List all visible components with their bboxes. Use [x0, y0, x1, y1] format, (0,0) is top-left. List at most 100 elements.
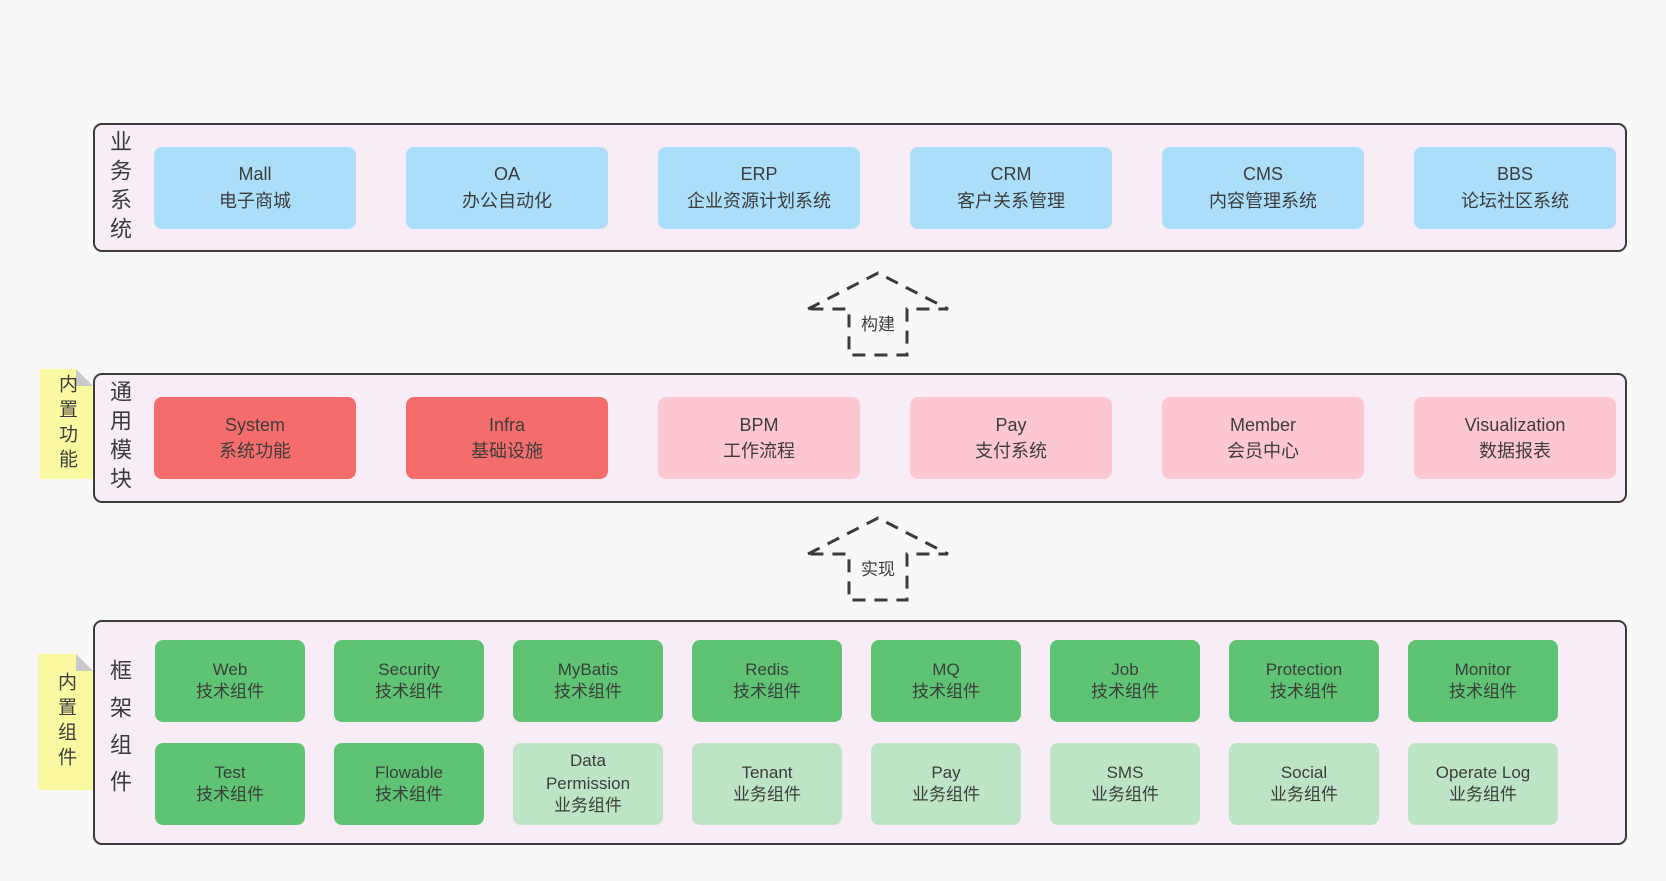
box-erp: ERP 企业资源计划系统: [658, 146, 860, 229]
box-title: MyBatis: [557, 659, 619, 679]
box-security: Security 技术组件: [334, 640, 484, 722]
box-crm: CRM 客户关系管理: [910, 146, 1112, 229]
box-pay-component: Pay 业务组件: [871, 743, 1021, 825]
box-subtitle: 技术组件: [1091, 682, 1159, 701]
box-subtitle: 办公自动化: [462, 190, 552, 211]
business-box-row: Mall 电子商城 OA 办公自动化 ERP 企业资源计划系统 CRM 客户关系…: [154, 146, 1616, 229]
box-social: Social 业务组件: [1229, 743, 1379, 825]
layer-common-modules: 通用模块 System 系统功能 Infra 基础设施 BPM 工作流程 Pay…: [93, 373, 1627, 503]
box-operate-log: Operate Log 业务组件: [1408, 743, 1558, 825]
up-arrow-dashed-icon: [807, 516, 949, 602]
box-subtitle: 技术组件: [1270, 682, 1338, 701]
box-title: Social: [1280, 762, 1328, 782]
arrow-implement: 实现: [803, 514, 953, 604]
box-title: MQ: [932, 659, 960, 679]
box-subtitle: 系统功能: [219, 441, 291, 461]
box-title: Mall: [238, 164, 272, 185]
box-subtitle: 技术组件: [375, 682, 443, 701]
arrow-build-label: 构建: [857, 310, 899, 335]
box-title: Monitor: [1454, 659, 1512, 679]
arrow-implement-label: 实现: [857, 555, 899, 580]
box-member: Member 会员中心: [1162, 397, 1364, 479]
box-title: Infra: [488, 414, 526, 435]
box-subtitle: 技术组件: [912, 682, 980, 701]
box-tenant: Tenant 业务组件: [692, 743, 842, 825]
layer-label-business: 业务系统: [107, 129, 132, 246]
box-subtitle: 技术组件: [375, 785, 443, 804]
components-box-row-1: Web 技术组件 Security 技术组件 MyBatis 技术组件 Redi…: [155, 640, 1558, 722]
box-title: OA: [493, 164, 520, 185]
box-monitor: Monitor 技术组件: [1408, 640, 1558, 722]
box-subtitle: 技术组件: [196, 785, 264, 804]
box-title: Web: [212, 659, 248, 679]
box-job: Job 技术组件: [1050, 640, 1200, 722]
box-infra: Infra 基础设施: [406, 397, 608, 479]
box-subtitle: 技术组件: [196, 682, 264, 701]
box-subtitle: 支付系统: [975, 441, 1047, 461]
box-title: Protection: [1265, 659, 1343, 679]
box-title: CMS: [1243, 164, 1283, 185]
note-fold-corner-icon: [76, 369, 93, 386]
sticky-note-builtin-components: 内置组件: [38, 654, 93, 790]
box-title: Job: [1111, 659, 1139, 679]
box-subtitle: 业务组件: [554, 796, 622, 816]
box-title: Flowable: [374, 762, 444, 782]
note-text: 内置组件: [55, 672, 76, 772]
box-subtitle: 业务组件: [912, 785, 980, 804]
box-bpm: BPM 工作流程: [658, 397, 860, 479]
box-subtitle: 会员中心: [1227, 441, 1299, 461]
up-arrow-dashed-icon: [807, 271, 949, 357]
box-title: ERP: [740, 164, 778, 185]
box-subtitle: 业务组件: [1270, 785, 1338, 804]
layer-label-modules: 通用模块: [107, 380, 132, 496]
box-title: BPM: [739, 414, 779, 435]
box-title: System: [224, 414, 285, 435]
box-title: Pay: [995, 414, 1027, 435]
box-subtitle: 业务组件: [733, 785, 801, 804]
box-title: Data Permission: [545, 751, 631, 793]
box-cms: CMS 内容管理系统: [1162, 146, 1364, 229]
layer-label-components: 框架组件: [107, 658, 132, 807]
box-subtitle: 技术组件: [733, 682, 801, 701]
note-text: 内置功能: [56, 374, 77, 474]
box-system: System 系统功能: [154, 397, 356, 479]
box-title: Test: [214, 762, 246, 782]
box-subtitle: 技术组件: [554, 682, 622, 701]
note-fold-corner-icon: [76, 654, 93, 671]
box-mybatis: MyBatis 技术组件: [513, 640, 663, 722]
box-title: Tenant: [741, 762, 793, 782]
box-title: Member: [1229, 414, 1296, 435]
components-box-row-2: Test 技术组件 Flowable 技术组件 Data Permission …: [155, 743, 1558, 825]
box-title: Redis: [745, 659, 789, 679]
box-pay-module: Pay 支付系统: [910, 397, 1112, 479]
box-title: CRM: [990, 164, 1032, 185]
box-title: Security: [378, 659, 440, 679]
box-sms: SMS 业务组件: [1050, 743, 1200, 825]
box-flowable: Flowable 技术组件: [334, 743, 484, 825]
box-title: SMS: [1106, 762, 1144, 782]
box-test: Test 技术组件: [155, 743, 305, 825]
box-mq: MQ 技术组件: [871, 640, 1021, 722]
box-title: Visualization: [1464, 414, 1566, 435]
box-web: Web 技术组件: [155, 640, 305, 722]
box-subtitle: 工作流程: [723, 441, 795, 461]
box-subtitle: 电子商城: [219, 190, 291, 211]
box-subtitle: 数据报表: [1479, 441, 1551, 461]
box-subtitle: 基础设施: [471, 441, 543, 461]
layer-framework-components: 框架组件 Web 技术组件 Security 技术组件 MyBatis 技术组件…: [93, 620, 1627, 845]
box-redis: Redis 技术组件: [692, 640, 842, 722]
arrow-build: 构建: [803, 269, 953, 359]
box-protection: Protection 技术组件: [1229, 640, 1379, 722]
modules-box-row: System 系统功能 Infra 基础设施 BPM 工作流程 Pay 支付系统…: [154, 397, 1616, 479]
box-subtitle: 客户关系管理: [957, 190, 1065, 211]
box-mall: Mall 电子商城: [154, 146, 356, 229]
box-subtitle: 业务组件: [1091, 785, 1159, 804]
box-subtitle: 业务组件: [1449, 785, 1517, 804]
box-title: Operate Log: [1435, 762, 1531, 782]
box-subtitle: 内容管理系统: [1209, 190, 1317, 211]
box-subtitle: 论坛社区系统: [1461, 190, 1569, 211]
box-data-permission: Data Permission 业务组件: [513, 743, 663, 825]
box-title: BBS: [1496, 164, 1534, 185]
layer-business-systems: 业务系统 Mall 电子商城 OA 办公自动化 ERP 企业资源计划系统 CRM…: [93, 123, 1627, 252]
